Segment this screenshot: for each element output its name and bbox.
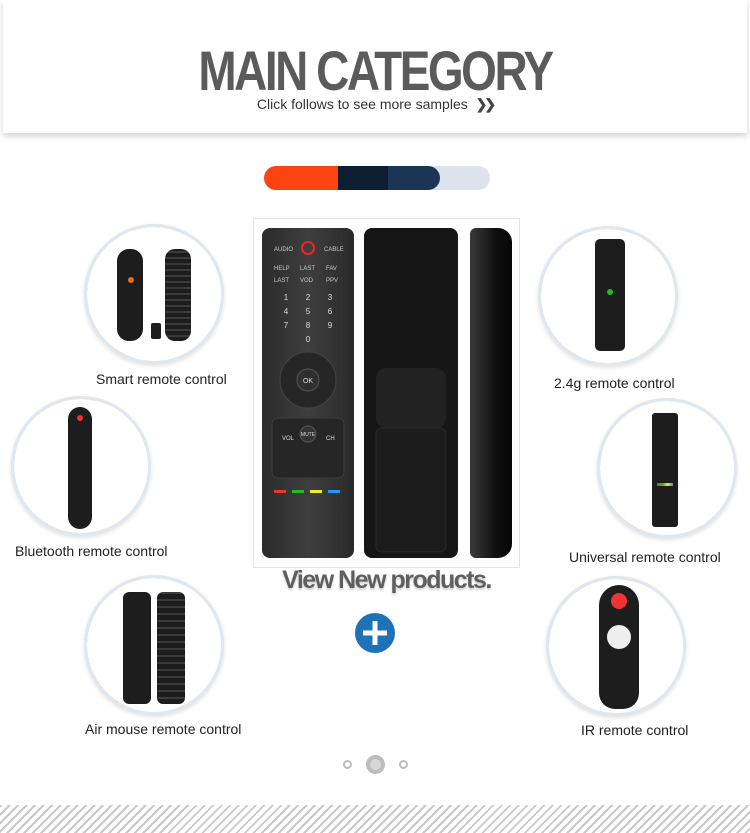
svg-text:1: 1 [284, 293, 289, 302]
svg-text:8: 8 [306, 321, 311, 330]
color-bar-segment-orange [264, 166, 338, 190]
plus-circle-icon[interactable] [355, 613, 395, 653]
color-progress-bar [264, 166, 490, 190]
svg-text:4: 4 [284, 307, 289, 316]
carousel-pager [0, 755, 750, 774]
color-bar-segment-navy [388, 166, 440, 190]
air-mouse-keyboard-icon [157, 592, 185, 704]
svg-text:LAST: LAST [274, 278, 289, 284]
remote-side-view [470, 228, 512, 558]
smart-remote-icon [117, 249, 143, 341]
remote-front-view: AUDIO CABLE HELP LAST FAV LAST VOD PPV 1… [262, 228, 354, 558]
pager-dot-3[interactable] [398, 760, 408, 769]
svg-text:OK: OK [303, 378, 313, 385]
subtitle-text: Click follows to see more samples [256, 96, 468, 112]
svg-text:LAST: LAST [300, 266, 315, 272]
pager-dot-2-active[interactable] [365, 755, 385, 774]
category-smart-remote-image[interactable] [84, 224, 224, 364]
category-bluetooth-remote-label[interactable]: Bluetooth remote control [15, 543, 168, 559]
remote-front-buttons-icon: AUDIO CABLE HELP LAST FAV LAST VOD PPV 1… [271, 241, 345, 493]
category-bluetooth-remote-image[interactable] [11, 396, 151, 536]
universal-remote-icon [652, 413, 678, 527]
2-4g-remote-icon [595, 239, 625, 351]
svg-text:0: 0 [306, 335, 311, 344]
svg-text:CH: CH [326, 436, 335, 442]
ir-remote-icon [599, 585, 639, 709]
color-bar-segment-dark-navy [338, 166, 388, 190]
featured-product-image[interactable]: AUDIO CABLE HELP LAST FAV LAST VOD PPV 1… [253, 218, 520, 568]
remote-back-view [364, 228, 458, 558]
striped-footer-divider [0, 805, 750, 833]
svg-text:AUDIO: AUDIO [274, 247, 293, 253]
category-universal-remote-image[interactable] [597, 398, 737, 538]
svg-text:VOD: VOD [300, 278, 314, 284]
svg-text:PPV: PPV [326, 278, 338, 284]
svg-text:6: 6 [328, 307, 333, 316]
page-title: MAIN CATEGORY [198, 39, 554, 102]
subtitle-link[interactable]: Click follows to see more samples ❯❯ [3, 96, 747, 113]
category-smart-remote-label[interactable]: Smart remote control [96, 371, 227, 387]
double-chevron-right-icon: ❯❯ [475, 96, 497, 112]
category-air-mouse-remote-label[interactable]: Air mouse remote control [85, 721, 242, 737]
svg-text:5: 5 [306, 307, 311, 316]
category-air-mouse-remote-image[interactable] [84, 575, 224, 715]
view-new-products-caption[interactable]: View New products. [282, 566, 492, 594]
svg-text:2: 2 [306, 293, 311, 302]
category-2-4g-remote-image[interactable] [538, 226, 678, 366]
svg-text:VOL: VOL [282, 436, 295, 442]
category-2-4g-remote-label[interactable]: 2.4g remote control [554, 375, 675, 391]
svg-text:9: 9 [328, 321, 333, 330]
pager-dot-1[interactable] [342, 760, 352, 769]
usb-dongle-icon [151, 323, 161, 339]
svg-text:CABLE: CABLE [324, 247, 344, 253]
bluetooth-remote-icon [68, 407, 92, 529]
svg-text:7: 7 [284, 321, 289, 330]
remote-back-cover-icon [375, 368, 447, 553]
svg-text:FAV: FAV [326, 266, 337, 272]
keyboard-remote-icon [165, 249, 191, 341]
air-mouse-remote-icon [123, 592, 151, 704]
header-banner: MAIN CATEGORY Click follows to see more … [3, 0, 747, 133]
category-ir-remote-label[interactable]: IR remote control [581, 722, 689, 738]
svg-text:HELP: HELP [274, 266, 290, 272]
svg-text:3: 3 [328, 293, 333, 302]
svg-text:MUTE: MUTE [301, 432, 316, 438]
category-ir-remote-image[interactable] [546, 576, 686, 716]
category-universal-remote-label[interactable]: Universal remote control [569, 549, 721, 565]
